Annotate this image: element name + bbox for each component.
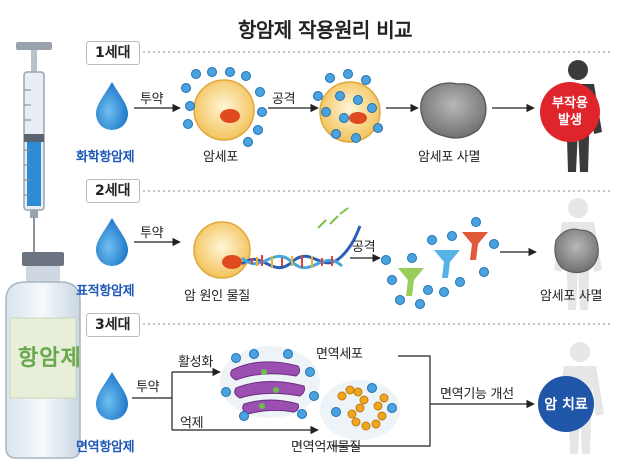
gen3-administer-label: 투약 — [136, 380, 160, 395]
human-silhouette-gen2 — [554, 198, 602, 310]
gen3-suppress-label: 억제 — [180, 416, 204, 431]
cure-badge: 암 치료 — [538, 376, 594, 432]
gen2-badge: 2세대 — [86, 179, 140, 203]
dead-cell-gen1 — [420, 82, 487, 139]
vial-label: 항암제 — [18, 346, 82, 371]
drug-drop-gen2 — [96, 218, 128, 266]
gen2-administer-label: 투약 — [140, 226, 164, 241]
drug-drop-gen3 — [96, 372, 128, 420]
gen1-drug-label: 화학항암제 — [76, 150, 135, 165]
syringe-icon — [16, 42, 52, 262]
gen3-suppressor-label: 면역억제물질 — [291, 440, 361, 455]
cure-label: 암 치료 — [544, 397, 588, 413]
gen2-result-label: 암세포 사멸 — [540, 289, 603, 304]
immune-suppressor-blob — [320, 380, 400, 440]
vial-icon — [5, 252, 81, 459]
gen1-attack-label: 공격 — [272, 92, 296, 107]
gen2-target-label: 암 원인 물질 — [184, 289, 250, 304]
gen1-administer-label: 투약 — [140, 92, 164, 107]
gen2-drug-label: 표적항암제 — [76, 284, 135, 299]
side-effect-label: 부작용 발생 — [552, 96, 588, 128]
dna-helix-icon — [240, 207, 362, 270]
gen1-result-label: 암세포 사멸 — [418, 150, 481, 165]
gen3-activate-label: 활성화 — [178, 355, 213, 370]
gen3-drug-label: 면역항암제 — [76, 440, 135, 455]
immune-cells-blob — [220, 346, 320, 421]
antibody-molecules — [381, 217, 499, 309]
connector-gen3-merge — [332, 355, 431, 447]
gen1-cell-label: 암세포 — [203, 150, 238, 165]
gen2-attack-label: 공격 — [352, 240, 376, 255]
page-title: 항암제 작용원리 비교 — [238, 18, 413, 42]
attacked-cell-gen1 — [313, 69, 383, 143]
gen3-badge: 3세대 — [86, 313, 140, 337]
cancer-cell-gen1 — [181, 67, 267, 147]
side-effect-badge: 부작용 발생 — [540, 82, 600, 142]
gen1-badge: 1세대 — [86, 41, 140, 65]
gen3-improve-label: 면역기능 개선 — [440, 387, 514, 402]
cancer-cell-gen2 — [193, 221, 251, 279]
gen3-immune-cell-label: 면역세포 — [316, 347, 363, 362]
drug-drop-gen1 — [96, 82, 128, 130]
